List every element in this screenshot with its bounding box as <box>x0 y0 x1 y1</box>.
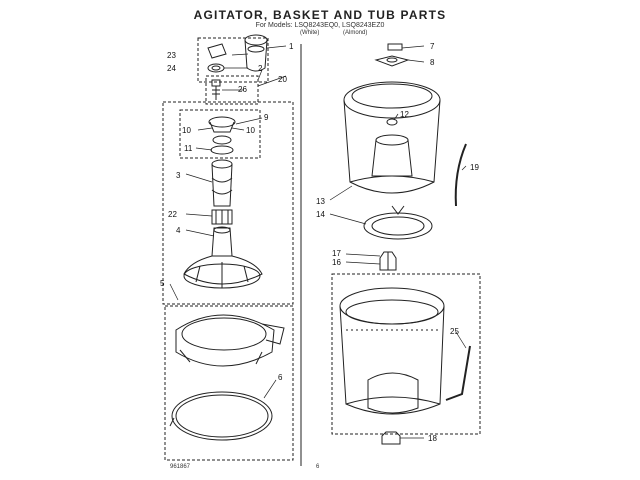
callout-5: 5 <box>160 279 165 288</box>
callout-24: 24 <box>167 64 176 73</box>
callout-13: 13 <box>316 197 325 206</box>
group-boxes <box>162 37 481 461</box>
callout-22: 22 <box>168 210 177 219</box>
callout-14: 14 <box>316 210 325 219</box>
callout-7: 7 <box>430 42 435 51</box>
callout-23: 23 <box>167 51 176 60</box>
page-title: AGITATOR, BASKET AND TUB PARTS <box>193 8 447 22</box>
callout-9: 9 <box>264 113 269 122</box>
part-23-24-dogs <box>207 43 227 73</box>
callout-1: 1 <box>289 42 294 51</box>
part-7-8-hub <box>374 43 410 67</box>
callout-3: 3 <box>176 171 181 180</box>
part-14-balance-ring <box>363 205 433 240</box>
callout-4: 4 <box>176 226 181 235</box>
outer-tub <box>339 287 445 415</box>
part-4-agitator-base <box>183 226 263 289</box>
callout-11: 11 <box>184 144 193 153</box>
part-25-drain-hose <box>445 345 471 401</box>
group-box-outer-tub <box>331 273 481 435</box>
group-box-23-24 <box>197 37 269 83</box>
part-1-agitator-cap <box>244 34 268 72</box>
model-numbers: For Models: LSQ8243EQ0, LSQ8243EZ0 <box>255 22 385 29</box>
callout-17: 17 <box>332 249 341 258</box>
callout-26: 26 <box>238 85 247 94</box>
part-5-tub-ring <box>175 314 285 367</box>
page-number: 6 <box>316 464 320 470</box>
group-box-26 <box>205 75 259 105</box>
variant-white: (White) <box>300 30 320 36</box>
part-9-cam-assembly <box>208 116 236 155</box>
part-26-bolt <box>211 79 221 100</box>
leader-lines <box>169 45 467 439</box>
part-19-hose <box>454 143 467 207</box>
callout-19: 19 <box>470 163 479 172</box>
part-13-basket <box>343 81 441 194</box>
group-box-9 <box>179 109 261 159</box>
callout-8: 8 <box>430 58 435 67</box>
callout-12: 12 <box>400 110 409 119</box>
callout-16: 16 <box>332 258 341 267</box>
callout-10-left: 10 <box>182 126 191 135</box>
color-variants: (White) (Almond) <box>300 30 389 36</box>
document-number: 961867 <box>170 464 191 470</box>
callout-6: 6 <box>278 373 283 382</box>
variant-almond: (Almond) <box>343 30 368 36</box>
part-6-tub-seal <box>169 391 273 441</box>
callout-numbers: 1 2 3 4 5 6 7 8 9 10 10 11 12 13 14 16 1… <box>160 42 479 443</box>
callout-18: 18 <box>428 434 437 443</box>
group-box-5 <box>164 305 294 461</box>
part-18-nut <box>381 431 401 445</box>
part-3-agitator-barrel <box>211 159 233 207</box>
callout-2: 2 <box>258 64 263 73</box>
callout-25: 25 <box>450 327 459 336</box>
callout-10-right: 10 <box>246 126 255 135</box>
group-box-20 <box>162 101 294 305</box>
part-22-clutch <box>211 209 233 225</box>
part-16-17-nut <box>379 251 397 271</box>
callout-20: 20 <box>278 75 287 84</box>
